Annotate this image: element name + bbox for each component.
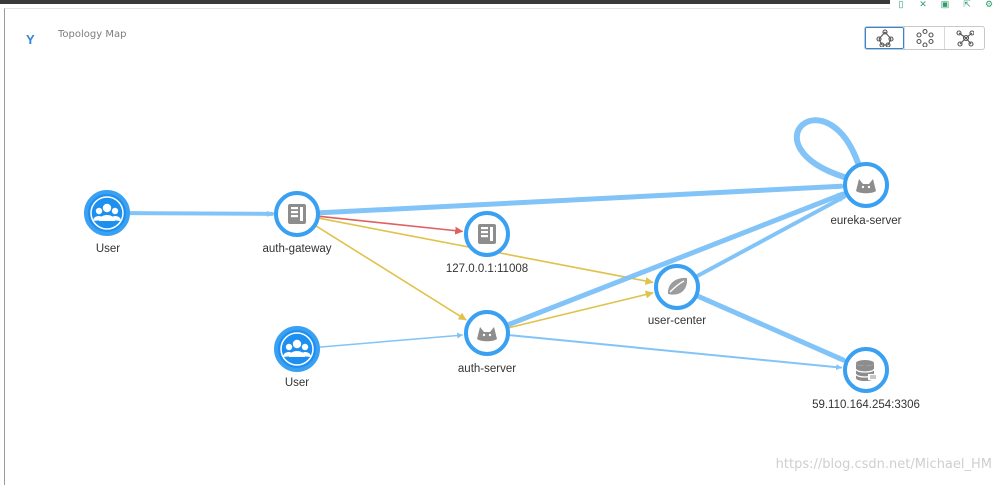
edge-auth-db[interactable] [506, 334, 843, 371]
server-icon [288, 204, 306, 224]
layout-force-button[interactable] [944, 27, 984, 49]
circle-layout-icon [915, 29, 934, 47]
tree-layout-icon [875, 29, 894, 47]
node-auth[interactable] [464, 310, 510, 356]
edge-gateway-host[interactable] [317, 215, 464, 235]
node-label-user2: User [285, 377, 309, 389]
edge-auth-center[interactable] [506, 290, 654, 329]
settings-icon[interactable]: ⚙ [978, 0, 1000, 10]
node-label-gateway: auth-gateway [262, 243, 331, 255]
layout-tree-button[interactable] [865, 27, 904, 49]
window-top-bar [0, 0, 1000, 4]
node-label-host: 127.0.0.1:11008 [446, 263, 528, 275]
server-icon [478, 224, 496, 244]
node-label-eureka: eureka-server [831, 215, 902, 227]
tomcat-icon [477, 327, 497, 342]
layout-circle-button[interactable] [904, 27, 944, 49]
node-user1[interactable] [84, 190, 130, 236]
corner-toolbar: ▯✕▣⇱⚙ [890, 0, 1000, 10]
users-icon [283, 339, 311, 357]
page-title: Topology Map [58, 29, 127, 40]
node-db[interactable] [843, 347, 889, 393]
force-layout-icon [955, 30, 974, 47]
node-user2[interactable] [274, 326, 320, 372]
export-icon[interactable]: ⇱ [956, 0, 978, 10]
node-eureka[interactable] [843, 162, 889, 208]
watermark-text: https://blog.csdn.net/Michael_HM [775, 457, 992, 472]
node-center[interactable] [654, 264, 700, 310]
database-icon [855, 360, 878, 381]
edge-center-eureka[interactable] [693, 194, 846, 280]
layout-switcher [864, 26, 985, 50]
edge-center-db[interactable] [693, 292, 846, 363]
save-icon[interactable]: ▣ [934, 0, 956, 10]
node-label-center: user-center [648, 315, 706, 327]
collapse-icon[interactable]: ✕ [912, 0, 934, 10]
topology-logo-icon: Y [26, 32, 35, 47]
edge-user2-auth[interactable] [317, 332, 464, 348]
edge-user1-gateway[interactable] [125, 210, 275, 217]
edge-eureka-eureka[interactable] [793, 117, 861, 180]
node-label-user1: User [96, 243, 120, 255]
tomcat-icon [856, 179, 876, 194]
spring-icon [667, 277, 688, 295]
node-ring [84, 190, 130, 236]
node-gateway[interactable] [274, 191, 320, 237]
users-icon [93, 203, 121, 221]
node-host[interactable] [464, 211, 510, 257]
node-label-db: 59.110.164.254:3306 [812, 399, 920, 411]
node-ring [274, 326, 320, 372]
edge-gateway-eureka[interactable] [315, 183, 844, 216]
node-label-auth: auth-server [458, 363, 516, 375]
edge-auth-eureka[interactable] [504, 191, 846, 328]
bookmark-icon[interactable]: ▯ [890, 0, 912, 10]
edge-gateway-auth[interactable] [313, 224, 467, 321]
